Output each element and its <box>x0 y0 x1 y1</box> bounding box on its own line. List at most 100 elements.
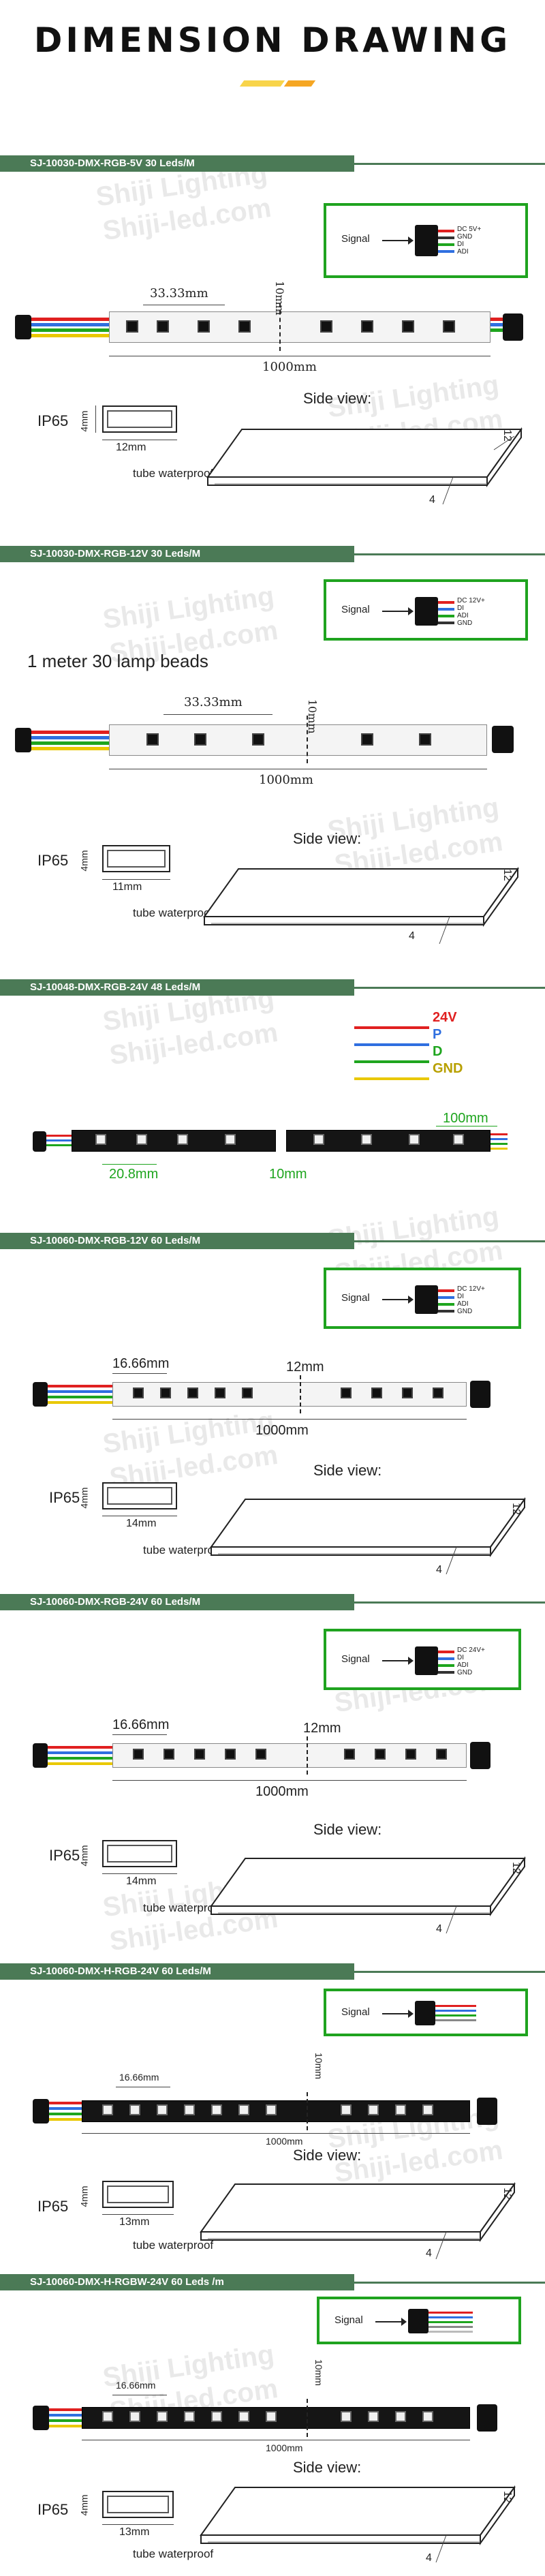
wire <box>46 1135 74 1137</box>
led-chip <box>395 2104 406 2115</box>
tube-inner <box>107 850 166 868</box>
led-chip <box>160 1387 171 1398</box>
led-chip <box>194 733 206 746</box>
wire <box>31 334 113 337</box>
wire <box>490 318 503 321</box>
wire <box>31 736 113 739</box>
led-spacing-label: 33.33mm <box>150 286 208 301</box>
height-label: 4mm <box>78 1487 90 1509</box>
side-width-label: 12 <box>501 869 513 881</box>
wire <box>438 622 454 624</box>
side-thickness-label: 4 <box>426 2552 432 2564</box>
tube-inner <box>107 1845 172 1862</box>
ip-rating-label: IP65 <box>37 2198 69 2215</box>
wire <box>48 1762 116 1765</box>
wire <box>438 601 454 604</box>
led-chip <box>361 1134 372 1145</box>
led-spacing-label: 33.33mm <box>184 695 243 709</box>
strip-length-label: 1000mm <box>262 360 317 374</box>
wire <box>490 1148 508 1150</box>
segment-label: 20.8mm <box>109 1167 159 1182</box>
side-width-label: 12 <box>510 1503 522 1515</box>
wire <box>31 741 113 745</box>
side-view-drawing <box>210 1856 526 1934</box>
side-view-drawing <box>203 866 519 945</box>
pin-label: DC 12V+ <box>457 597 485 604</box>
ip-rating-label: IP65 <box>49 1847 80 1864</box>
title-accent-bar <box>283 80 316 87</box>
watermark: Shiji-led.com <box>108 1017 280 1071</box>
led-chip <box>157 2104 168 2115</box>
wire <box>49 2408 83 2411</box>
wire <box>438 1664 454 1667</box>
connector-plug <box>33 1382 48 1407</box>
legend-label: P <box>433 1027 442 1042</box>
led-chip <box>255 1749 266 1760</box>
led-chip <box>341 2104 352 2115</box>
cut-line <box>300 1375 301 1413</box>
led-chip <box>341 1387 352 1398</box>
wire <box>31 318 113 321</box>
pin-label: ADI <box>457 612 469 619</box>
tube-waterproof-label: tube waterproof <box>133 2239 214 2252</box>
side-view-drawing <box>210 1497 526 1575</box>
wire <box>438 615 454 617</box>
led-chip <box>405 1749 416 1760</box>
wire <box>490 1133 508 1135</box>
pin-label: DC 5V+ <box>457 226 482 233</box>
signal-pinout-box: Signal DC 5V+ GND DI ADI <box>324 203 528 278</box>
waterproof-tube-profile <box>102 845 170 872</box>
wire <box>49 2414 83 2417</box>
wire <box>438 250 454 253</box>
side-thickness-label: 4 <box>436 1923 442 1935</box>
signal-label: Signal <box>341 604 370 615</box>
led-chip <box>136 1134 147 1145</box>
led-chip <box>320 320 332 333</box>
wire <box>438 1657 454 1660</box>
tube-width-label: 13mm <box>119 2216 150 2228</box>
led-chip <box>194 1749 205 1760</box>
section-title: SJ-10030-DMX-RGB-5V 30 Leds/M <box>0 155 354 172</box>
tube-inner <box>107 2186 169 2203</box>
side-thickness-label: 4 <box>409 930 415 942</box>
led-chip <box>133 1387 144 1398</box>
connector-plug <box>415 2001 435 2025</box>
wire <box>48 1385 116 1387</box>
pin-label: DI <box>457 1293 464 1300</box>
wire <box>435 2014 476 2017</box>
wire <box>429 2326 473 2328</box>
width-label: 10mm <box>269 1167 307 1182</box>
side-view-label: Side view: <box>313 1462 382 1479</box>
led-chip <box>238 320 251 333</box>
strip-length-label: 1000mm <box>266 2136 303 2147</box>
led-chip <box>395 2411 406 2422</box>
tube-waterproof-label: tube waterproof <box>143 1544 224 1557</box>
led-chip <box>266 2411 277 2422</box>
side-width-label: 12 <box>501 2491 513 2503</box>
side-view-drawing <box>200 2181 516 2260</box>
cut-width-label: 12mm <box>286 1360 324 1375</box>
watermark: Shiji Lighting <box>101 1405 277 1460</box>
dimension-line <box>112 1373 167 1374</box>
led-spacing-label: 16.66mm <box>112 1717 170 1732</box>
watermark: Shiji-led.com <box>101 192 273 247</box>
wire <box>490 328 503 332</box>
wire <box>31 747 113 750</box>
wire <box>48 1746 116 1749</box>
led-chip <box>361 733 373 746</box>
legend-line <box>354 1026 429 1029</box>
dimension-line <box>95 405 96 433</box>
legend-label: 24V <box>433 1010 457 1025</box>
height-label: 4mm <box>78 2186 90 2207</box>
watermark: Shiji Lighting <box>101 581 277 635</box>
height-label: 4mm <box>78 1845 90 1867</box>
signal-label: Signal <box>341 233 370 245</box>
tube-width-label: 12mm <box>116 442 146 453</box>
wire <box>435 2019 476 2021</box>
connector-plug <box>15 728 31 752</box>
pin-label: DI <box>457 1654 464 1661</box>
led-chip <box>419 733 431 746</box>
pin-label: GND <box>457 233 473 241</box>
signal-label: Signal <box>334 2314 363 2326</box>
